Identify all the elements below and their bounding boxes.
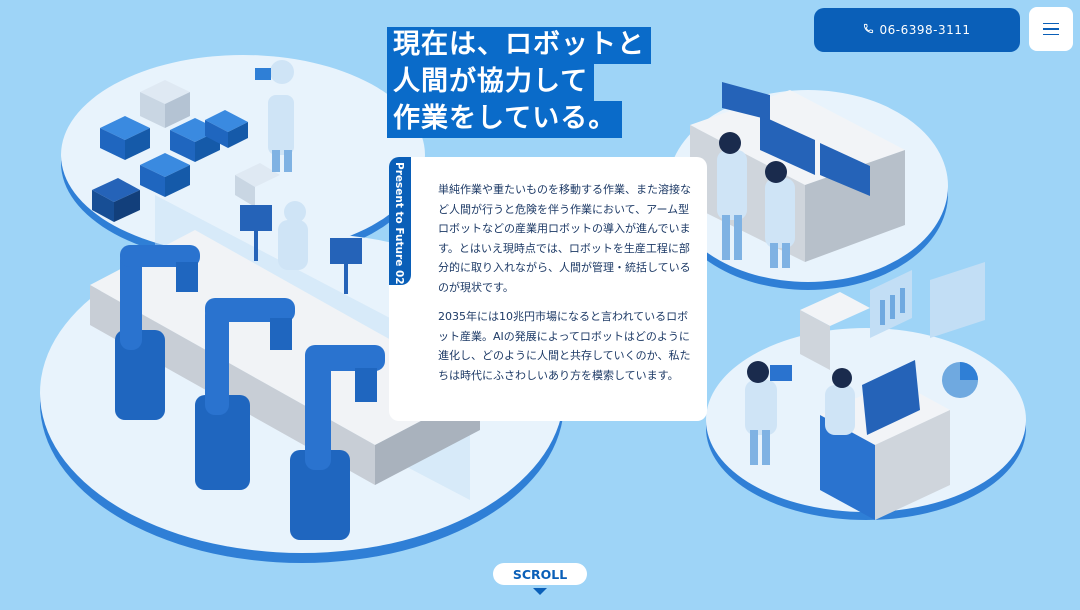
headline-line-2: 人間が協力して: [387, 64, 595, 101]
card-paragraph-2: 2035年には10兆円市場になると言われているロボット産業。AIの発展によってロ…: [438, 310, 691, 382]
card-paragraph-1: 単純作業や重たいものを移動する作業、また溶接など人間が行うと危険を伴う作業におい…: [438, 183, 691, 294]
headline-line-3: 作業をしている。: [387, 101, 623, 138]
worker-in-suit: [278, 201, 308, 270]
stairs-block: [800, 292, 870, 370]
hamburger-icon: [1043, 21, 1059, 38]
warehouse-boxes: [92, 80, 280, 222]
phone-number: 06-6398-3111: [879, 23, 971, 37]
warehouse-island: [61, 55, 425, 263]
floating-charts: [870, 262, 985, 398]
menu-button[interactable]: [1029, 7, 1073, 51]
robot-arm-2: [195, 298, 295, 490]
headline-line-1: 現在は、ロボットと: [387, 27, 651, 64]
operator-workers: [717, 132, 795, 268]
card-body: 単純作業や重たいものを移動する作業、また溶接など人間が行うと危険を伴う作業におい…: [438, 180, 694, 385]
headline: 現在は、ロボットと 人間が協力して 作業をしている。: [387, 27, 651, 138]
phone-icon: [863, 23, 874, 37]
robot-arm-3: [290, 345, 385, 540]
card-tab-label: Present to Future 02: [393, 162, 405, 285]
scroll-button[interactable]: SCROLL: [493, 563, 587, 585]
robot-arm-1: [115, 245, 200, 420]
office-workers: [745, 361, 855, 465]
card-tab: [389, 157, 411, 285]
monitor-posts: [240, 205, 362, 294]
description-card: [389, 157, 707, 421]
worker-with-tablet: [255, 60, 294, 172]
triangle-down-icon: [533, 588, 547, 595]
phone-button[interactable]: 06-6398-3111: [814, 8, 1020, 52]
